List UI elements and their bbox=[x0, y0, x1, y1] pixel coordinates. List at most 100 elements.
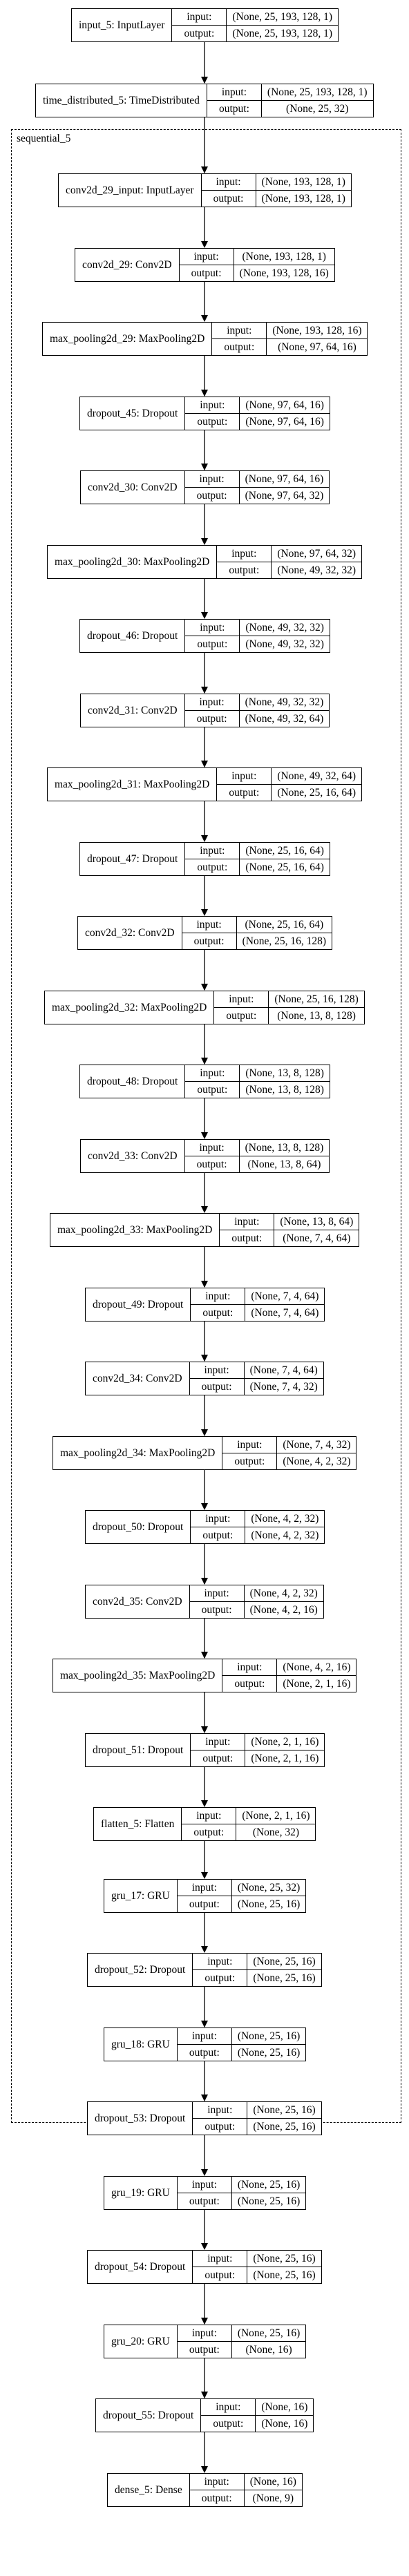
output-key: output: bbox=[214, 1008, 269, 1024]
input-row: input:(None, 7, 4, 32) bbox=[222, 1437, 356, 1453]
input-row: input:(None, 25, 32) bbox=[178, 1880, 305, 1896]
layer-name: conv2d_33: Conv2D bbox=[81, 1140, 185, 1172]
input-shape: (None, 25, 193, 128, 1) bbox=[267, 86, 368, 98]
input-row: input:(None, 25, 16, 64) bbox=[182, 917, 332, 933]
output-row: output:(None, 25, 16) bbox=[177, 2044, 306, 2061]
input-key: input: bbox=[191, 1511, 246, 1527]
output-shape: (None, 97, 64, 16) bbox=[245, 415, 324, 428]
layer-io-table: input:(None, 7, 4, 64)output:(None, 7, 4… bbox=[191, 1288, 325, 1321]
input-shape: (None, 25, 16, 128) bbox=[274, 993, 359, 1005]
layer-name: dropout_46: Dropout bbox=[80, 620, 186, 652]
layer-io-table: input:(None, 49, 32, 32)output:(None, 49… bbox=[184, 694, 330, 727]
input-shape: (None, 4, 2, 32) bbox=[249, 1587, 318, 1599]
output-row: output:(None, 2, 1, 16) bbox=[191, 1750, 325, 1766]
layer-name: max_pooling2d_34: MaxPooling2D bbox=[53, 1437, 223, 1469]
layer-name: conv2d_29_input: InputLayer bbox=[59, 174, 202, 207]
output-row: output:(None, 4, 2, 32) bbox=[222, 1453, 356, 1469]
layer-io-table: input:(None, 193, 128, 16)output:(None, … bbox=[212, 323, 368, 355]
output-shape: (None, 13, 8, 128) bbox=[245, 1083, 324, 1096]
output-key: output: bbox=[185, 859, 240, 875]
layer-name: conv2d_34: Conv2D bbox=[86, 1362, 190, 1395]
output-shape: (None, 97, 64, 32) bbox=[245, 489, 324, 502]
input-row: input:(None, 7, 4, 64) bbox=[190, 1362, 323, 1378]
output-shape: (None, 25, 16, 128) bbox=[242, 935, 326, 947]
input-shape: (None, 25, 193, 128, 1) bbox=[232, 10, 333, 23]
output-row: output:(None, 25, 193, 128, 1) bbox=[172, 25, 339, 41]
layer-name: gru_20: GRU bbox=[104, 2325, 178, 2358]
input-key: input: bbox=[185, 397, 240, 413]
layer-io-table: input:(None, 7, 4, 32)output:(None, 4, 2… bbox=[222, 1437, 356, 1469]
input-shape: (None, 13, 8, 128) bbox=[245, 1141, 324, 1154]
input-key: input: bbox=[217, 768, 272, 784]
layer-io-table: input:(None, 25, 16)output:(None, 25, 16… bbox=[193, 2251, 321, 2283]
layer-io-table: input:(None, 2, 1, 16)output:(None, 32) bbox=[182, 1808, 316, 1840]
layer-name: time_distributed_5: TimeDistributed bbox=[36, 84, 207, 117]
input-shape: (None, 25, 16) bbox=[253, 2252, 316, 2264]
input-shape: (None, 193, 128, 16) bbox=[272, 324, 362, 336]
layer-io-table: input:(None, 7, 4, 64)output:(None, 7, 4… bbox=[189, 1362, 323, 1395]
layer-name: max_pooling2d_35: MaxPooling2D bbox=[53, 1659, 223, 1692]
layer-name: conv2d_32: Conv2D bbox=[78, 917, 182, 949]
layer-name: conv2d_35: Conv2D bbox=[86, 1585, 190, 1618]
layer-io-table: input:(None, 25, 16)output:(None, 25, 16… bbox=[193, 2102, 321, 2135]
input-key: input: bbox=[185, 471, 240, 487]
input-key: input: bbox=[217, 546, 272, 562]
layer-io-table: input:(None, 13, 8, 128)output:(None, 13… bbox=[185, 1065, 330, 1098]
input-shape: (None, 49, 32, 64) bbox=[277, 770, 356, 782]
layer-io-table: input:(None, 49, 32, 64)output:(None, 25… bbox=[217, 768, 361, 801]
layer-name: dropout_48: Dropout bbox=[80, 1065, 186, 1098]
output-shape: (None, 7, 4, 64) bbox=[251, 1306, 319, 1319]
layer-name: max_pooling2d_30: MaxPooling2D bbox=[48, 546, 218, 578]
input-key: input: bbox=[185, 843, 240, 859]
output-key: output: bbox=[191, 1305, 246, 1321]
input-shape: (None, 2, 1, 16) bbox=[251, 1735, 319, 1748]
layer-io-table: input:(None, 97, 64, 32)output:(None, 49… bbox=[217, 546, 361, 578]
output-shape: (None, 2, 1, 16) bbox=[283, 1677, 351, 1690]
input-key: input: bbox=[212, 323, 267, 338]
output-key: output: bbox=[191, 1527, 246, 1543]
input-row: input:(None, 49, 32, 32) bbox=[185, 694, 330, 710]
layer-io-table: input:(None, 25, 32)output:(None, 25, 16… bbox=[177, 1880, 306, 1912]
layer-name: flatten_5: Flatten bbox=[94, 1808, 182, 1840]
input-row: input:(None, 13, 8, 128) bbox=[185, 1065, 330, 1081]
output-shape: (None, 25, 16) bbox=[237, 2195, 301, 2207]
layer-name: dropout_54: Dropout bbox=[88, 2251, 193, 2283]
layer-io-table: input:(None, 4, 2, 32)output:(None, 4, 2… bbox=[189, 1585, 323, 1618]
input-shape: (None, 25, 16) bbox=[237, 2030, 301, 2042]
output-shape: (None, 32) bbox=[252, 1826, 299, 1838]
input-shape: (None, 49, 32, 32) bbox=[245, 696, 324, 708]
input-shape: (None, 2, 1, 16) bbox=[242, 1809, 310, 1822]
layer-name: dense_5: Dense bbox=[108, 2474, 190, 2506]
layer-name: dropout_50: Dropout bbox=[86, 1511, 191, 1543]
output-key: output: bbox=[193, 1970, 248, 1986]
input-shape: (None, 193, 128, 1) bbox=[261, 175, 345, 188]
output-row: output:(None, 49, 32, 32) bbox=[217, 562, 361, 578]
output-shape: (None, 25, 32) bbox=[286, 102, 349, 115]
input-row: input:(None, 49, 32, 32) bbox=[185, 620, 330, 636]
layer-name: dropout_53: Dropout bbox=[88, 2102, 193, 2135]
layer-io-table: input:(None, 193, 128, 1)output:(None, 1… bbox=[201, 174, 351, 207]
layer-name: dropout_51: Dropout bbox=[86, 1734, 191, 1766]
output-row: output:(None, 25, 16) bbox=[193, 1969, 321, 1986]
output-row: output:(None, 25, 16) bbox=[193, 2267, 321, 2283]
input-row: input:(None, 25, 16) bbox=[178, 2325, 305, 2341]
output-shape: (None, 25, 16, 64) bbox=[277, 786, 356, 799]
output-shape: (None, 7, 4, 32) bbox=[249, 1380, 318, 1393]
output-shape: (None, 4, 2, 32) bbox=[283, 1455, 351, 1467]
layer-name: dropout_52: Dropout bbox=[88, 1954, 193, 1986]
input-row: input:(None, 25, 16) bbox=[193, 1954, 321, 1969]
input-shape: (None, 4, 2, 32) bbox=[251, 1512, 319, 1525]
input-shape: (None, 13, 8, 64) bbox=[280, 1215, 354, 1228]
